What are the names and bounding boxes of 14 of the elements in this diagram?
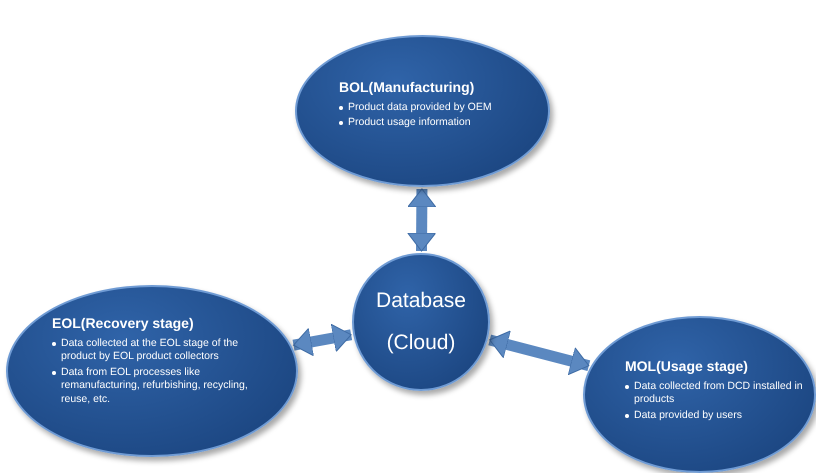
bullet-item: Product data provided by OEM — [339, 100, 548, 114]
bullet-item: Data from EOL processes like remanufacturing, refurbishing, recycling, reuse, etc. — [52, 366, 274, 407]
stage-heading: BOL(Manufacturing) — [339, 79, 476, 96]
stage-heading: MOL(Usage stage) — [625, 358, 749, 376]
stage-heading: EOL(Recovery stage) — [52, 315, 195, 332]
bullet-item: Data collected from DCD installed in products — [625, 380, 804, 407]
bullet-item: Data collected at the EOL stage of the product by EOL product collectors — [52, 336, 274, 364]
double-arrow — [292, 324, 352, 356]
bullet-item: Data provided by users — [625, 408, 804, 422]
node-title: Database — [376, 288, 466, 314]
double-arrow — [488, 330, 590, 376]
double-arrow — [407, 188, 436, 252]
bullet-item: Product usage information — [339, 116, 548, 130]
node-title: (Cloud) — [386, 330, 456, 356]
